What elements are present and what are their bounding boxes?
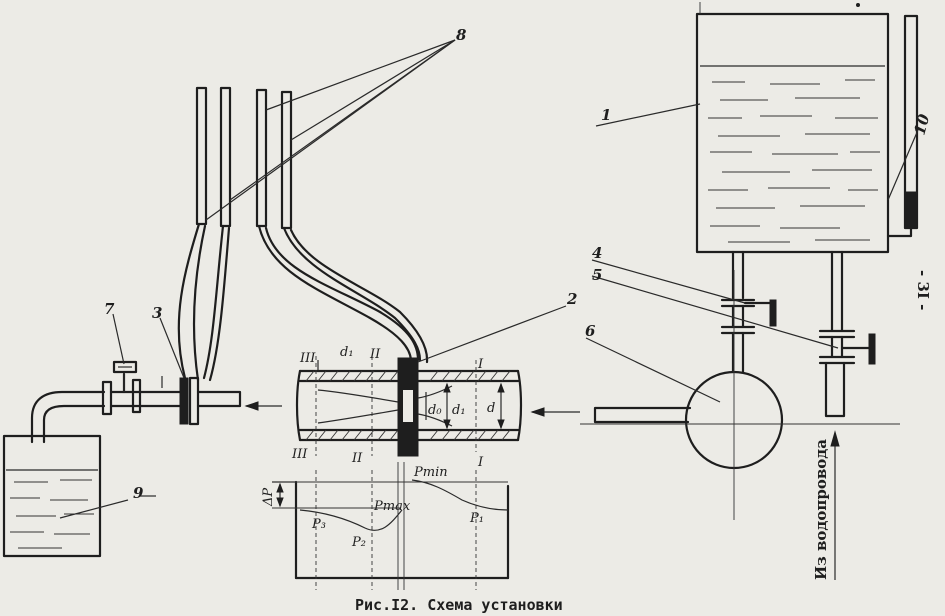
flask-side-tube [593, 406, 692, 424]
tank-water-hatching [708, 79, 880, 243]
tank-left-outlet-pipe [731, 250, 745, 300]
pressure-p-max: Pmax [373, 499, 411, 514]
label-tank: 1 [601, 106, 611, 124]
mixing-flask [580, 270, 900, 520]
section-mark-2-bottom: II [351, 451, 363, 466]
flow-arrow-right [530, 407, 580, 417]
label-level-gauge: 10 [910, 112, 933, 137]
pressure-p2: P₂ [351, 535, 366, 550]
section-mark-3-top: III [299, 351, 316, 366]
section-mark-1-top: I [477, 357, 484, 372]
section-mark-3-bottom: III [291, 447, 308, 462]
figure-caption: Рис.I2. Схема установки [355, 596, 563, 614]
label-vessel: 9 [133, 484, 144, 502]
venturi-section [295, 356, 523, 457]
leader-lines [59, 103, 919, 519]
label-tap: 7 [104, 300, 115, 318]
label-piezometers: 8 [456, 26, 467, 44]
tank-right-outlet-pipe [830, 250, 844, 332]
supply-tank [695, 2, 890, 332]
pressure-curve-right [411, 479, 509, 511]
pressure-delta-p: ΔP [261, 488, 276, 507]
drain-pipe [30, 390, 106, 444]
drain-vessel [2, 434, 102, 558]
pressure-p3: P₃ [311, 517, 326, 532]
pressure-p-min: Pmin [413, 465, 448, 480]
piezometer-hoses [177, 222, 429, 382]
valve-lower [818, 329, 876, 418]
pressure-profile [272, 462, 510, 590]
page-number: - 3I - [914, 270, 932, 310]
flow-arrow-left [244, 401, 282, 411]
gauge-liquid [905, 191, 917, 229]
label-valve-lower: 5 [592, 266, 602, 284]
label-tube-section: 2 [566, 290, 577, 308]
diameter-d0: d₀ [428, 403, 442, 418]
piezometer-leader-lines [205, 39, 456, 221]
wall-hatching [305, 370, 511, 441]
diameter-d: d [487, 401, 495, 416]
tank-outline [695, 12, 890, 254]
pressure-curve-left [299, 509, 403, 531]
label-valve-upper: 4 [592, 244, 602, 262]
section-mark-2-top: II [369, 347, 381, 362]
valve-upper [720, 298, 777, 335]
level-gauge [886, 14, 919, 238]
tap [101, 360, 182, 416]
piezometer-tubes [177, 39, 456, 382]
valve-left [179, 376, 242, 426]
gauge-connector [886, 226, 913, 238]
section-mark-1-bottom: I [477, 455, 484, 470]
pressure-p1: P₁ [469, 511, 484, 526]
diameter-d1-top: d₁ [340, 345, 354, 360]
inlet-label: Из водопровода [812, 439, 830, 580]
label-valve-left: 3 [152, 304, 162, 322]
water-inlet [830, 430, 840, 580]
diameter-d1-inner: d₁ [452, 403, 466, 418]
label-flask: 6 [585, 322, 596, 340]
